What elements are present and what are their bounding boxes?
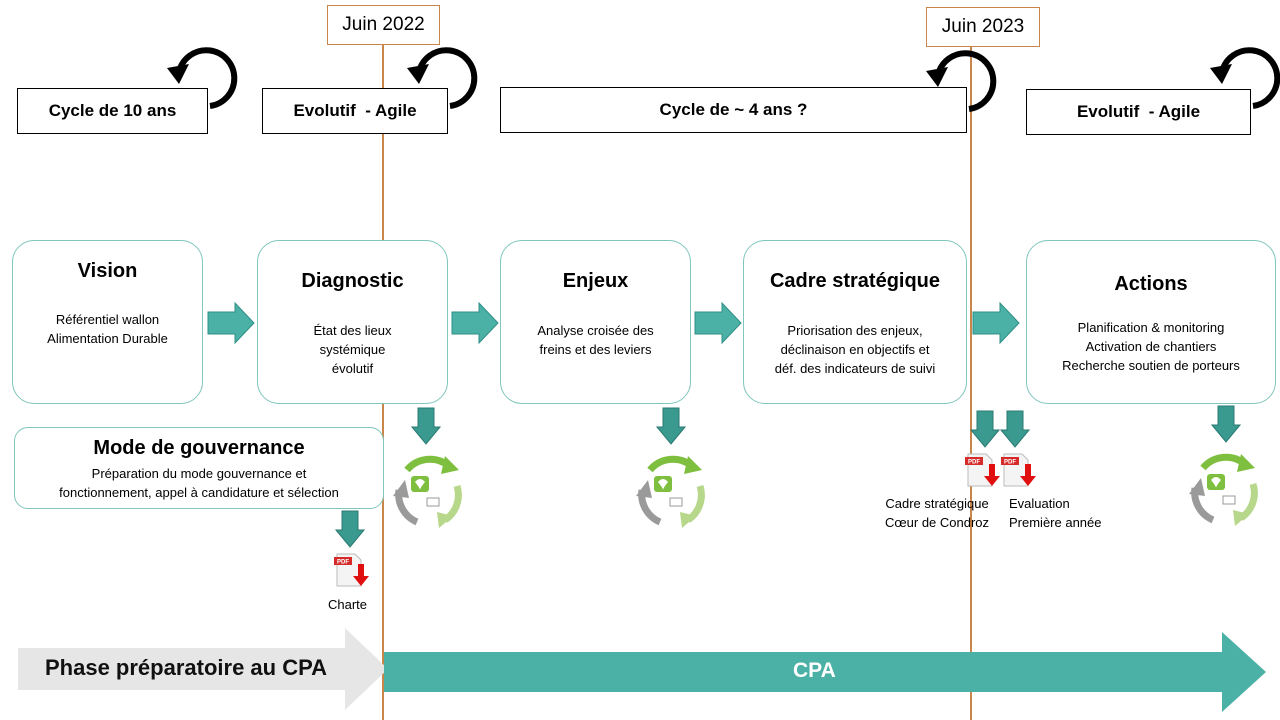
arrow-down-icon (335, 510, 365, 548)
doc-label-cadre: Cadre stratégique Cœur de Condroz (885, 494, 989, 532)
arrow-right-icon (972, 302, 1020, 344)
cycle-box-4-years: Cycle de ~ 4 ans ? (500, 87, 967, 133)
pdf-download-icon[interactable]: PDF (964, 452, 1002, 488)
stage-title: Vision (77, 260, 138, 282)
recycle-heart-icon (393, 455, 462, 528)
date-june-2023-label: Juin 2023 (941, 16, 1025, 37)
desc-line: déf. des indicateurs de suivi (774, 361, 936, 376)
cycle-box-evolutif-2: Evolutif - Agile (1026, 89, 1251, 135)
phase-cpa-arrow (384, 632, 1266, 712)
stage-enjeux: Enjeux Analyse croisée des freins et des… (500, 240, 691, 404)
date-june-2022: Juin 2022 (327, 5, 440, 45)
cycle-refresh-icon-1 (167, 47, 238, 109)
stage-description: Analyse croisée des freins et des levier… (507, 321, 684, 359)
pdf-tag: PDF (968, 460, 980, 466)
desc-line: État des lieux (313, 323, 392, 338)
stage-title: Cadre stratégique (769, 270, 941, 292)
cycle-refresh-icon-4 (1210, 47, 1280, 109)
cycle-box-label: Cycle de 10 ans (48, 101, 177, 120)
stage-cadre-strategique: Cadre stratégique Priorisation des enjeu… (743, 240, 967, 404)
governance-box: Mode de gouvernance Préparation du mode … (14, 427, 384, 509)
cycle-box-label: Evolutif - Agile (1076, 102, 1201, 121)
date-june-2023: Juin 2023 (926, 7, 1040, 47)
doc-label-line: Evaluation (1009, 496, 1070, 511)
desc-line: Alimentation Durable (47, 331, 168, 346)
stage-title: Diagnostic (301, 270, 404, 292)
arrow-right-icon (451, 302, 499, 344)
stage-vision: Vision Référentiel wallon Alimentation D… (12, 240, 203, 404)
pdf-tag: PDF (337, 560, 349, 566)
arrow-down-icon (1000, 410, 1030, 448)
stage-diagnostic: Diagnostic État des lieux systémique évo… (257, 240, 448, 404)
desc-line: Préparation du mode gouvernance et (91, 466, 307, 481)
cycle-box-evolutif-1: Evolutif - Agile (262, 88, 448, 134)
desc-line: Analyse croisée des (537, 323, 654, 338)
cycle-box-label: Evolutif - Agile (293, 101, 417, 120)
phase-preparatory-label: Phase préparatoire au CPA (45, 655, 328, 680)
cycle-refresh-icon-2 (407, 47, 478, 109)
arrow-down-icon (970, 410, 1000, 448)
arrow-right-icon (207, 302, 255, 344)
date-june-2022-label: Juin 2022 (342, 14, 425, 35)
desc-line: déclinaison en objectifs et (780, 342, 930, 357)
pdf-tag: PDF (1004, 460, 1016, 466)
doc-label-line: Cadre stratégique (885, 496, 989, 511)
stage-description: Priorisation des enjeux, déclinaison en … (750, 321, 960, 378)
recycle-heart-icon (636, 455, 705, 528)
pdf-download-icon[interactable]: PDF (1000, 452, 1038, 488)
desc-line: évolutif (331, 361, 374, 376)
governance-title: Mode de gouvernance (93, 437, 305, 459)
arrow-down-icon (656, 407, 686, 445)
doc-label-line: Première année (1009, 515, 1102, 530)
cycle-box-label: Cycle de ~ 4 ans ? (659, 100, 808, 119)
desc-line: freins et des leviers (539, 342, 652, 357)
cycle-box-10-years: Cycle de 10 ans (17, 88, 208, 134)
stage-description: Planification & monitoring Activation de… (1033, 318, 1269, 375)
stage-actions: Actions Planification & monitoring Activ… (1026, 240, 1276, 404)
timeline-june-2023-line (970, 43, 972, 720)
desc-line: Activation de chantiers (1085, 339, 1217, 354)
governance-description: Préparation du mode gouvernance et fonct… (19, 464, 379, 502)
phase-preparatory-arrow (18, 628, 388, 710)
doc-label-charte: Charte (328, 597, 368, 612)
phase-cpa-label: CPA (793, 659, 836, 682)
stage-description: État des lieux systémique évolutif (264, 321, 441, 378)
pdf-download-icon[interactable]: PDF (333, 552, 371, 588)
doc-label-line: Cœur de Condroz (885, 515, 990, 530)
stage-title: Actions (1114, 273, 1188, 295)
arrow-right-icon (694, 302, 742, 344)
desc-line: fonctionnement, appel à candidature et s… (59, 485, 339, 500)
desc-line: Recherche soutien de porteurs (1062, 358, 1240, 373)
cycle-refresh-icon-3 (926, 50, 997, 112)
arrow-down-icon (1211, 405, 1241, 443)
desc-line: Planification & monitoring (1077, 320, 1225, 335)
stage-description: Référentiel wallon Alimentation Durable (19, 310, 196, 348)
desc-line: systémique (319, 342, 386, 357)
stage-title: Enjeux (562, 270, 629, 292)
recycle-heart-icon (1189, 453, 1258, 526)
arrow-down-icon (411, 407, 441, 445)
desc-line: Référentiel wallon (55, 312, 160, 327)
doc-label-evaluation: Evaluation Première année (1009, 494, 1102, 532)
desc-line: Priorisation des enjeux, (787, 323, 923, 338)
